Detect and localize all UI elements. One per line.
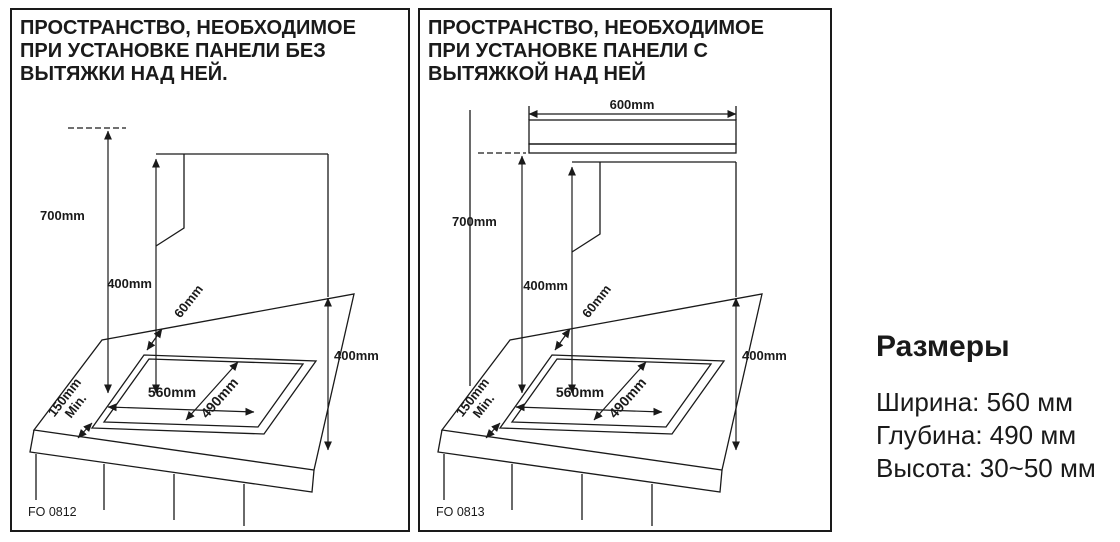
dim-label-560mm: 560mm xyxy=(148,384,196,400)
dim-label-490mm: 490mm xyxy=(605,374,649,421)
cutout-dimension-arrows xyxy=(77,328,255,439)
dim-label-400mm-wall: 400mm xyxy=(107,276,152,291)
title-line: ВЫТЯЖКОЙ НАД НЕЙ xyxy=(428,62,646,85)
counter-surface xyxy=(437,293,763,526)
dim-label-600mm: 600mm xyxy=(610,98,655,112)
cutout-outline xyxy=(498,354,726,435)
panel-no-hood-title: ПРОСТРАНСТВО, НЕОБХОДИМОЕ ПРИ УСТАНОВКЕ … xyxy=(20,17,402,85)
figure-code: FO 0813 xyxy=(436,505,485,519)
dimensions-summary: Размеры Ширина: 560 мм Глубина: 490 мм В… xyxy=(876,330,1116,484)
dim-label-400mm-side: 400mm xyxy=(334,348,379,363)
dim-label-700mm: 700mm xyxy=(452,214,497,229)
hood-body xyxy=(528,119,737,145)
dimension-width: Ширина: 560 мм xyxy=(876,387,1073,417)
wall-outline xyxy=(155,153,329,297)
cutout-outline xyxy=(90,354,318,435)
dim-label-490mm: 490mm xyxy=(197,374,241,421)
figure-code: FO 0812 xyxy=(28,505,77,519)
dim-label-400mm-side: 400mm xyxy=(742,348,787,363)
title-line: ПРОСТРАНСТВО, НЕОБХОДИМОЕ xyxy=(20,17,356,39)
height-dimension-lines xyxy=(68,127,160,394)
hood-lower-lip xyxy=(528,143,737,154)
dim-label-150mm-min: 150mm Min. xyxy=(45,375,90,421)
installation-diagram-no-hood: 700mm 400mm 400mm 60mm 150mm Min. 560mm … xyxy=(28,127,379,526)
title-line: ВЫТЯЖКИ НАД НЕЙ. xyxy=(20,62,228,85)
title-line: ПРИ УСТАНОВКЕ ПАНЕЛИ С xyxy=(428,39,708,62)
title-line: ПРИ УСТАНОВКЕ ПАНЕЛИ БЕЗ xyxy=(20,39,326,62)
dim-label-700mm: 700mm xyxy=(40,208,85,223)
dimensions-heading: Размеры xyxy=(876,330,1010,363)
dim-label-60mm: 60mm xyxy=(171,282,206,321)
dim-label-560mm: 560mm xyxy=(556,384,604,400)
wall-outline xyxy=(571,161,737,297)
installation-diagram-with-hood: 600mm 700mm 400mm 400mm 60mm 150mm Min. … xyxy=(436,98,787,526)
dim-label-60mm: 60mm xyxy=(579,282,614,321)
panel-with-hood-title: ПРОСТРАНСТВО, НЕОБХОДИМОЕ ПРИ УСТАНОВКЕ … xyxy=(428,17,824,85)
panel-with-hood: ПРОСТРАНСТВО, НЕОБХОДИМОЕ ПРИ УСТАНОВКЕ … xyxy=(418,8,832,532)
hood xyxy=(528,106,737,154)
panel-no-hood: ПРОСТРАНСТВО, НЕОБХОДИМОЕ ПРИ УСТАНОВКЕ … xyxy=(10,8,410,532)
cutout-dimension-arrows xyxy=(485,328,663,439)
dimension-height: Высота: 30~50 мм xyxy=(876,452,1096,483)
title-line: ПРОСТРАНСТВО, НЕОБХОДИМОЕ xyxy=(428,17,764,39)
dim-label-150mm-min: 150mm Min. xyxy=(453,375,498,421)
counter-surface xyxy=(29,293,355,526)
dimension-depth: Глубина: 490 мм xyxy=(876,419,1077,450)
dim-label-400mm-wall: 400mm xyxy=(523,278,568,293)
